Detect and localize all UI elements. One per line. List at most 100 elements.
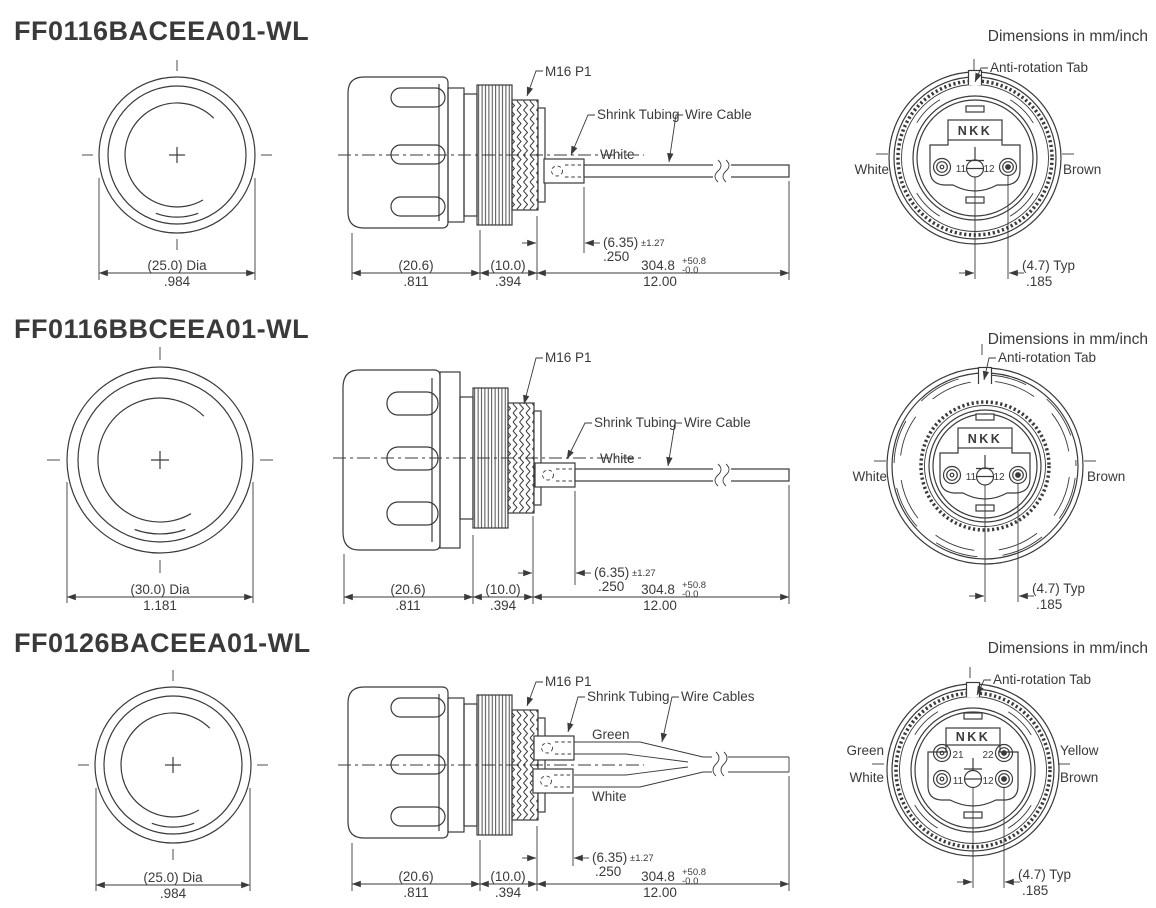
wire-cables-label: Wire Cables: [681, 689, 755, 704]
terminal-wire-left-bottom-label: White: [849, 770, 884, 785]
wire-cable-callout: Wire Cable: [667, 107, 752, 163]
units-note: Dimensions in mm/inch: [988, 640, 1148, 657]
dim-bushing-mm: (10.0): [490, 258, 525, 273]
product-title: FF0116BACEEA01-WL: [14, 16, 309, 46]
dia-inch: .984: [164, 274, 191, 289]
dim-tube-inch: .250: [603, 249, 629, 264]
wire-cables-drawing: [574, 741, 790, 788]
terminal-12-label: 12: [983, 164, 995, 175]
wire-cable-label: Wire Cable: [685, 107, 752, 122]
dim-cap-mm: (20.6): [398, 869, 433, 884]
side-view: M16 P1 Shrink Tubing Wire Cable White (2…: [338, 64, 790, 289]
thread-label: M16 P1: [545, 350, 592, 365]
button-cap-drawing: [347, 686, 449, 839]
shrink-tube-drawing: [543, 158, 585, 184]
button-cap-drawing: [342, 369, 441, 551]
dia-inch: .984: [160, 886, 187, 901]
thread-callout: M16 P1: [526, 64, 592, 97]
nkk-logo: NKK: [958, 124, 993, 138]
terminal-11-label: 11: [966, 472, 977, 483]
side-view: M16 P1 Shrink Tubing Wire Cables Green W…: [338, 674, 790, 900]
front-view: (25.0) Dia .984: [81, 59, 273, 289]
back-view: NKK 21 22 11 12 Anti-rotation Tab Green …: [846, 667, 1099, 898]
dim-cable-mm: 304.8: [641, 869, 675, 884]
side-dimensions: (20.6) .811 (10.0) .394 (6.35) ±1.27 .25…: [343, 485, 790, 613]
terminal-pitch-dimension: (4.7) Typ .185: [957, 787, 1071, 898]
bezel-diameter-dimension: (25.0) Dia .984: [98, 178, 256, 289]
terminal-21-label: 21: [952, 750, 964, 761]
dim-cable-tol-plus: +50.8: [682, 256, 706, 267]
cable-break-symbol: [712, 751, 720, 777]
dim-pitch-mm: (4.7) Typ: [1022, 258, 1075, 273]
product-row-2: FF0116BBCEEA01-WL Dimensions in mm/inch …: [14, 314, 1148, 613]
anti-rotation-tab-label: Anti-rotation Tab: [993, 672, 1091, 687]
side-dimensions: (20.6) .811 (10.0) .394 (6.35) ±1.27 .25…: [351, 776, 790, 900]
terminal-pitch-dimension: (4.7) Typ .185: [969, 484, 1085, 612]
dim-cable-tol-minus: -0.0: [682, 589, 698, 600]
terminal-12-label: 12: [982, 776, 994, 787]
product-title: FF0126BACEEA01-WL: [14, 628, 311, 658]
dim-pitch-inch: .185: [1022, 883, 1048, 898]
nkk-logo: NKK: [968, 432, 1003, 446]
cable-break-symbol: [722, 159, 730, 183]
dia-mm: (25.0) Dia: [143, 870, 203, 885]
terminal-wire-right-bottom-label: Brown: [1060, 770, 1098, 785]
terminal-22-label: 22: [982, 750, 994, 761]
cable-break-symbol: [714, 159, 722, 183]
product-row-1: FF0116BACEEA01-WL Dimensions in mm/inch …: [14, 16, 1148, 289]
dim-cap-mm: (20.6): [398, 258, 433, 273]
anti-rotation-tab-callout: Anti-rotation Tab: [969, 667, 1091, 696]
dim-pitch-inch: .185: [1026, 274, 1052, 289]
terminal-11-label: 11: [953, 776, 964, 787]
shrink-tubing-callout: Shrink Tubing: [566, 415, 677, 460]
wire-color-top-label: Green: [592, 727, 630, 742]
dim-bushing-mm: (10.0): [485, 582, 520, 597]
dim-cable-inch: 12.00: [643, 274, 677, 289]
dim-tube-tol: ±1.27: [630, 853, 654, 864]
dim-tube-mm: (6.35): [592, 850, 627, 865]
product-row-3: FF0126BACEEA01-WL Dimensions in mm/inch …: [14, 628, 1148, 901]
terminal-wire-right-label: Brown: [1063, 162, 1101, 177]
dia-mm: (30.0) Dia: [130, 582, 190, 597]
back-view: NKK 11 12 Anti-rotation Tab White Brown …: [852, 344, 1125, 612]
thread-label: M16 P1: [545, 674, 592, 689]
shrink-tubing-label: Shrink Tubing: [587, 689, 670, 704]
dim-cable-mm: 304.8: [641, 582, 675, 597]
dia-inch: 1.181: [143, 598, 177, 613]
dim-tube-mm: (6.35): [603, 235, 638, 250]
cable-break-symbol: [722, 463, 730, 487]
shrink-tubing-callout: Shrink Tubing: [567, 689, 670, 733]
terminal-11-label: 11: [956, 164, 967, 175]
anti-rotation-tab-label: Anti-rotation Tab: [990, 60, 1088, 75]
terminal-pitch-dimension: (4.7) Typ .185: [959, 176, 1075, 289]
dim-bushing-inch: .394: [495, 885, 522, 900]
flange: [439, 371, 461, 549]
terminal-wire-left-label: White: [854, 162, 889, 177]
dim-cable-inch: 12.00: [643, 885, 677, 900]
dia-mm: (25.0) Dia: [147, 258, 207, 273]
shrink-tube-drawing: [532, 768, 574, 794]
dim-tube-tol: ±1.27: [641, 238, 665, 249]
dim-pitch-inch: .185: [1036, 597, 1062, 612]
front-view: (25.0) Dia .984: [77, 669, 269, 901]
thread-callout: M16 P1: [523, 350, 592, 405]
thread-callout: M16 P1: [526, 674, 592, 707]
bezel-front-drawing: [77, 669, 269, 861]
cable-break-symbol: [720, 751, 728, 777]
dim-tube-mm: (6.35): [594, 565, 629, 580]
dim-cable-tol-minus: -0.0: [682, 265, 698, 276]
wire-cables-callout: Wire Cables: [660, 689, 755, 743]
shrink-tubing-label: Shrink Tubing: [594, 415, 677, 430]
product-title: FF0116BBCEEA01-WL: [14, 314, 309, 344]
wire-color-bottom-label: White: [592, 789, 627, 804]
wire-color-label: White: [600, 451, 635, 466]
side-view: M16 P1 Shrink Tubing Wire Cable White (2…: [333, 350, 790, 613]
dim-cap-inch: .811: [395, 598, 420, 613]
shrink-tubing-callout: Shrink Tubing: [570, 107, 680, 156]
wire-cable-callout: Wire Cable: [666, 415, 751, 467]
terminal-wire-left-top-label: Green: [846, 743, 884, 758]
terminal-wire-left-label: White: [852, 469, 887, 484]
terminal-wire-right-top-label: Yellow: [1060, 743, 1099, 758]
dim-cable-tol-minus: -0.0: [682, 876, 698, 887]
dim-pitch-mm: (4.7) Typ: [1032, 581, 1085, 596]
